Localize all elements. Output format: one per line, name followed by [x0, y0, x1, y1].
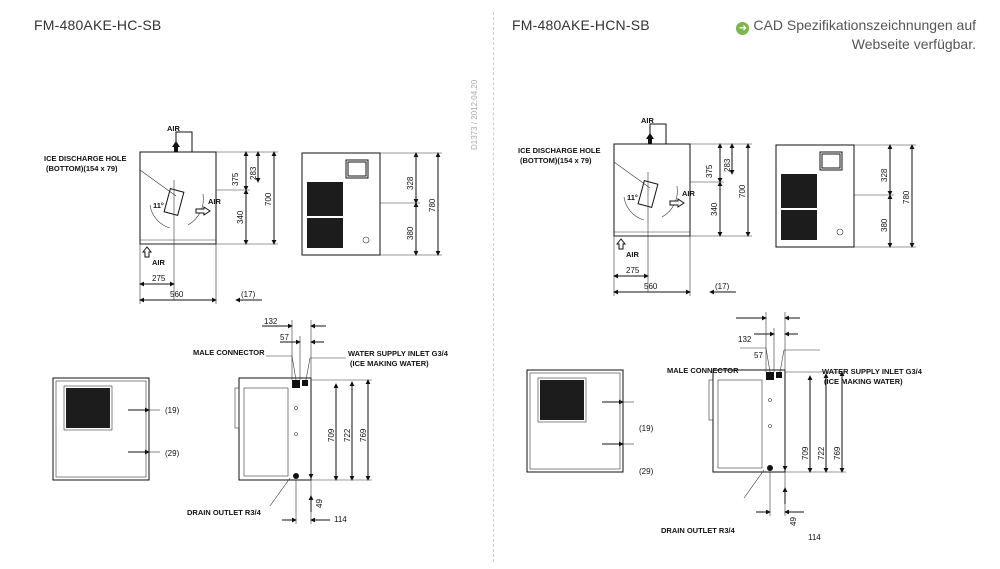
- dim-709: 709: [801, 446, 810, 460]
- dim-780: 780: [902, 190, 911, 204]
- dim-275: 275: [626, 266, 640, 275]
- air-label-top: AIR: [167, 124, 181, 133]
- ice-discharge-size: (BOTTOM)(154 x 79): [520, 156, 592, 165]
- water-inlet-label: WATER SUPPLY INLET G3/4: [822, 367, 923, 376]
- dim-283: 283: [249, 166, 258, 180]
- dim-375: 375: [705, 164, 714, 178]
- dim-49: 49: [315, 499, 324, 508]
- dim-114: 114: [808, 533, 821, 542]
- water-inlet-sub: (ICE MAKING WATER): [350, 359, 429, 368]
- water-inlet-sub: (ICE MAKING WATER): [824, 377, 903, 386]
- dim-114: 114: [334, 515, 347, 524]
- dim-283: 283: [723, 158, 732, 172]
- panel-divider: [493, 12, 494, 562]
- panel-left: AIR ICE DISCHARGE HOLE (BOTTOM)(154 x 79…: [44, 124, 449, 524]
- ice-discharge-label: ICE DISCHARGE HOLE: [518, 146, 601, 155]
- dim-132: 132: [738, 335, 752, 344]
- dim-17: (17): [715, 282, 730, 291]
- model-title-right: FM-480AKE-HCN-SB: [512, 17, 650, 33]
- dim-769: 769: [359, 428, 368, 442]
- dim-132: 132: [264, 317, 278, 326]
- dim-57: 57: [280, 333, 289, 342]
- male-connector-label: MALE CONNECTOR: [193, 348, 265, 357]
- dim-328: 328: [880, 168, 889, 182]
- drain-outlet-label: DRAIN OUTLET R3/4: [187, 508, 262, 517]
- male-connector-label: MALE CONNECTOR: [667, 366, 739, 375]
- dim-560: 560: [170, 290, 184, 299]
- dim-780: 780: [428, 198, 437, 212]
- dim-19: (19): [165, 406, 180, 415]
- angle-label: 11°: [153, 201, 164, 210]
- arrow-circle-icon: ➜: [736, 22, 750, 35]
- dim-275: 275: [152, 274, 166, 283]
- cad-note-line2: Webseite verfügbar.: [851, 36, 976, 52]
- dim-722: 722: [817, 446, 826, 460]
- dim-380: 380: [880, 218, 889, 232]
- dim-700: 700: [264, 192, 273, 206]
- drain-outlet-label: DRAIN OUTLET R3/4: [661, 526, 736, 535]
- dim-769: 769: [833, 446, 842, 460]
- air-label-top: AIR: [641, 116, 655, 125]
- dim-340: 340: [710, 202, 719, 216]
- dim-29: (29): [165, 449, 180, 458]
- dim-380: 380: [406, 226, 415, 240]
- dim-19: (19): [639, 424, 654, 433]
- dim-722: 722: [343, 428, 352, 442]
- panel-right-labels: AIR ICE DISCHARGE HOLE (BOTTOM)(154 x 79…: [518, 116, 911, 291]
- air-label-side: AIR: [682, 189, 696, 198]
- cad-note-line1: CAD Spezifikationszeichnungen auf: [753, 17, 976, 33]
- ice-discharge-label: ICE DISCHARGE HOLE: [44, 154, 127, 163]
- model-title-left: FM-480AKE-HC-SB: [34, 17, 162, 33]
- dim-49: 49: [789, 517, 798, 526]
- air-label-side: AIR: [208, 197, 222, 206]
- air-label-bottom: AIR: [626, 250, 640, 259]
- panel-right: [527, 124, 916, 516]
- water-inlet-label: WATER SUPPLY INLET G3/4: [348, 349, 449, 358]
- dim-17: (17): [241, 290, 256, 299]
- dim-29: (29): [639, 467, 654, 476]
- dim-57: 57: [754, 351, 763, 360]
- dim-560: 560: [644, 282, 658, 291]
- panel-right-lower-labels: 132 57 MALE CONNECTOR WATER SUPPLY INLET…: [639, 335, 923, 542]
- dim-709: 709: [327, 428, 336, 442]
- ice-discharge-size: (BOTTOM)(154 x 79): [46, 164, 118, 173]
- air-label-bottom: AIR: [152, 258, 166, 267]
- angle-label: 11°: [627, 193, 638, 202]
- dim-700: 700: [738, 184, 747, 198]
- dim-328: 328: [406, 176, 415, 190]
- dim-375: 375: [231, 172, 240, 186]
- dim-340: 340: [236, 210, 245, 224]
- cad-note[interactable]: ➜CAD Spezifikationszeichnungen auf Webse…: [736, 16, 976, 54]
